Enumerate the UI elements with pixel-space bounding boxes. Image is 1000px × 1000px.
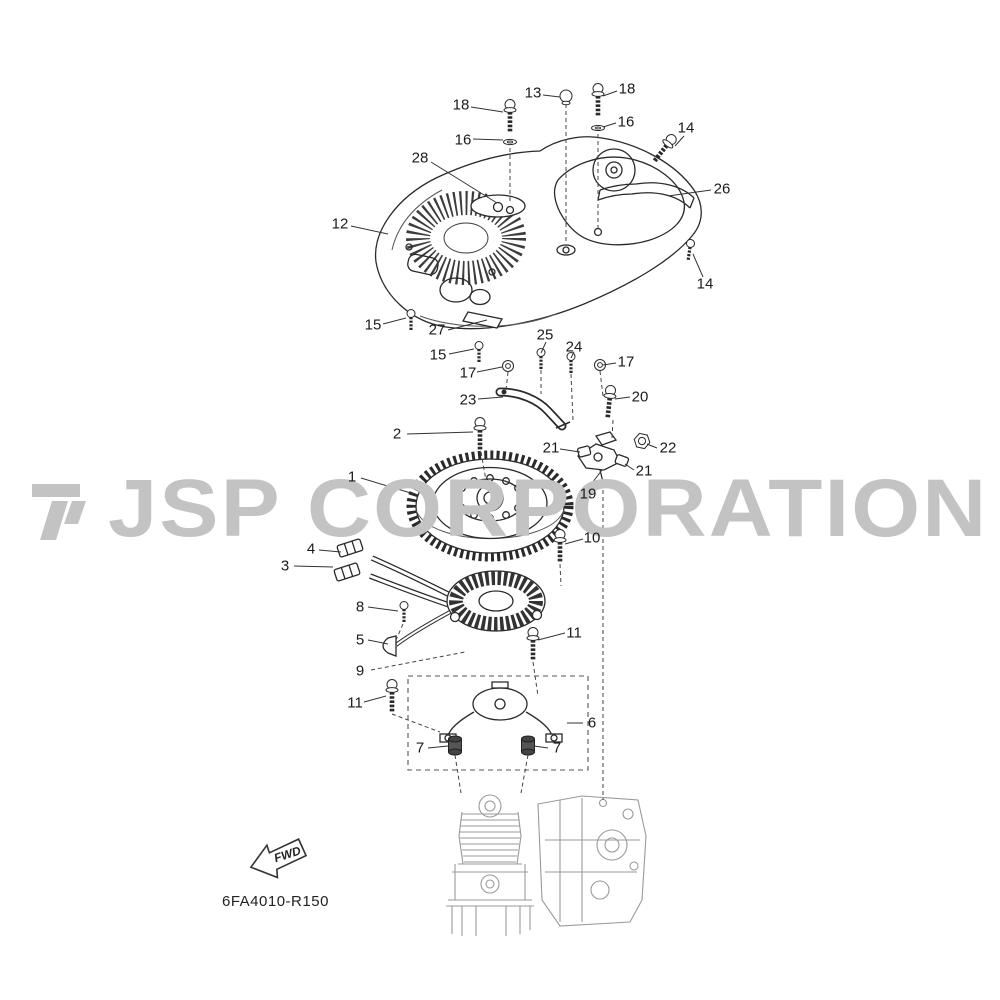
- diagram-code: 6FA4010-R150: [222, 893, 329, 910]
- engine-block-drawing: [446, 794, 647, 936]
- leader-lines: [293, 90, 712, 749]
- fwd-arrow: FWD: [249, 838, 308, 879]
- flywheel-bolt-holes: [454, 474, 526, 522]
- assembly-axes: [370, 104, 614, 800]
- bracket-drawing: [495, 387, 571, 431]
- flywheel-rotor-drawing: [406, 450, 574, 562]
- stator-drawing: [333, 538, 546, 657]
- flywheel-cover-drawing: [374, 136, 702, 330]
- base-bracket-drawing: [407, 675, 589, 771]
- pulser-coil-drawing: [576, 431, 630, 483]
